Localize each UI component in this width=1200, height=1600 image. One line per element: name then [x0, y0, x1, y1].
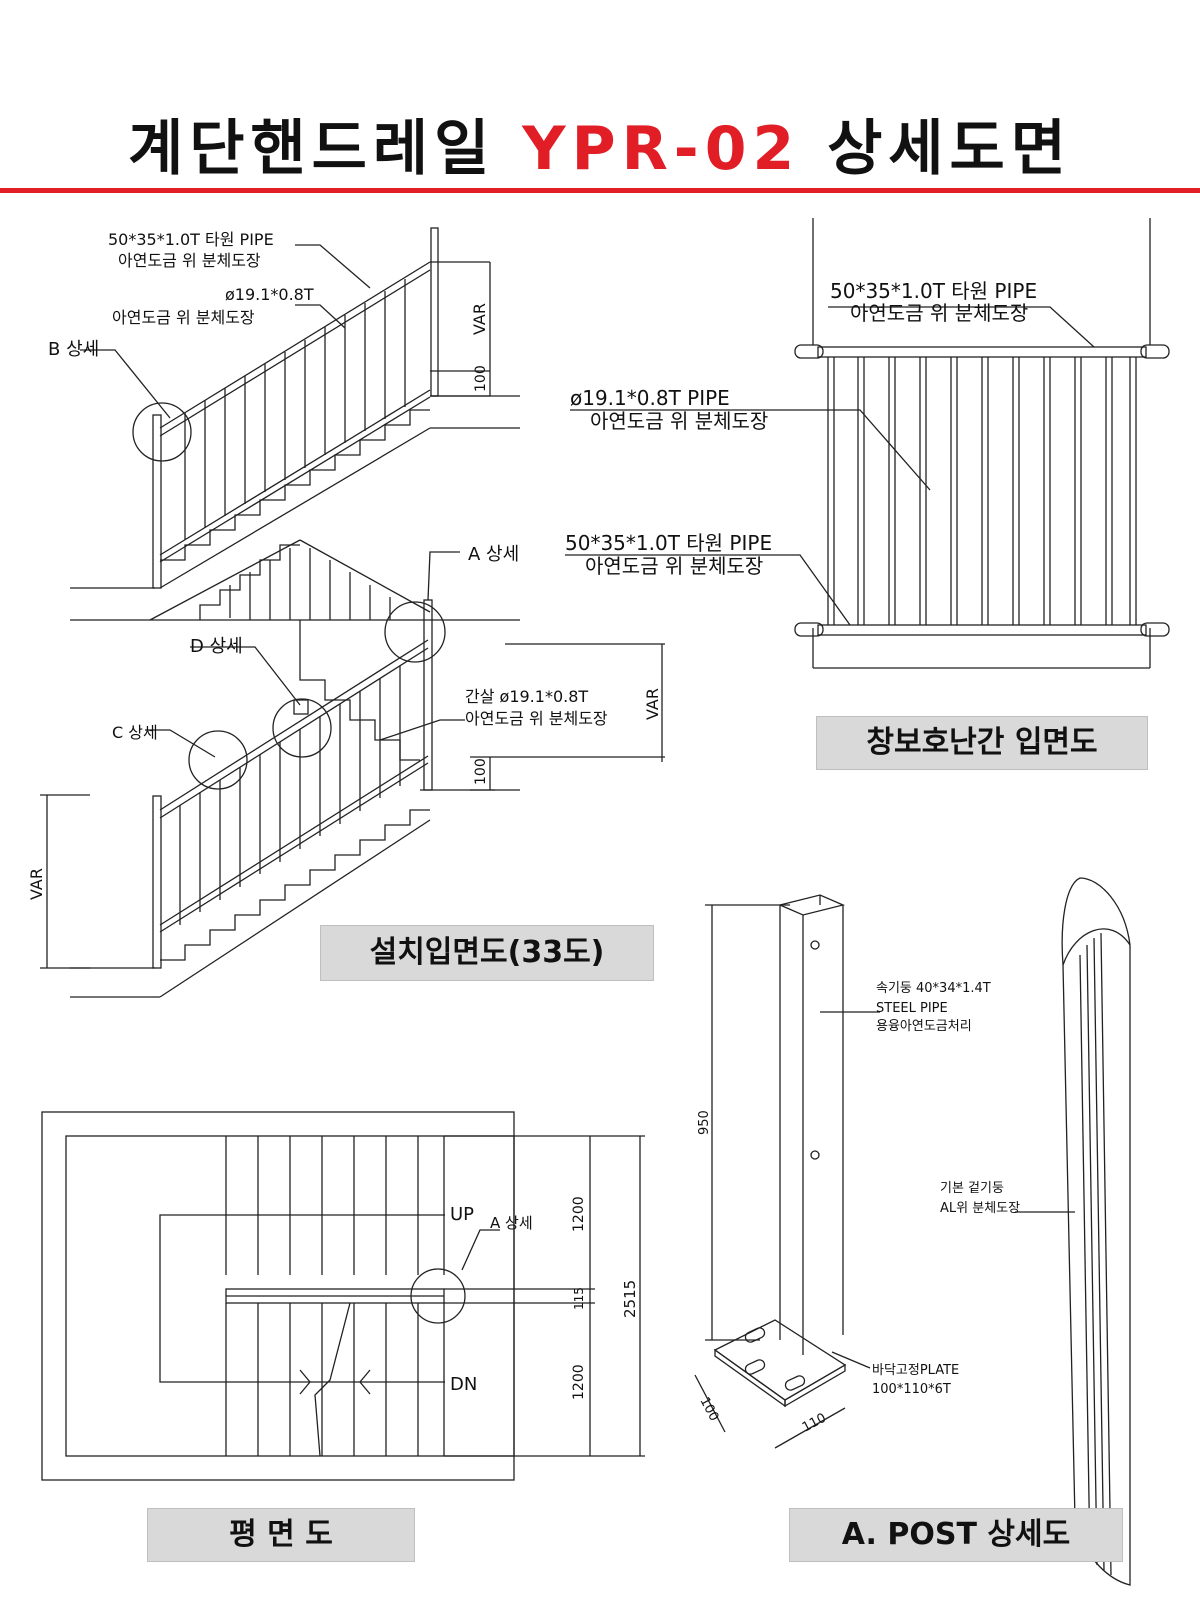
elev-note-baluster-1: 간살 ø19.1*0.8T — [465, 687, 588, 706]
detail-a-circle — [384, 601, 446, 663]
caption-window-guard: 창보호난간 입면도 — [816, 716, 1148, 770]
detail-c-label: C 상세 — [112, 723, 158, 742]
post-note-base-1: 바닥고정PLATE — [872, 1363, 959, 1378]
plan-dim-2515: 2515 — [621, 1280, 639, 1318]
plan-dn-label: DN — [450, 1374, 477, 1395]
detail-d-label: D 상세 — [190, 636, 243, 657]
middle-balusters — [229, 548, 391, 620]
plan-dim-115: 115 — [572, 1287, 586, 1310]
stair-elevation — [40, 227, 665, 998]
plan-up-label: UP — [450, 1204, 474, 1225]
wg-note-bar-1: ø19.1*0.8T PIPE — [570, 386, 730, 410]
post-note-outer-2: AL위 분체도장 — [940, 1201, 1020, 1216]
caption-plan: 평 면 도 — [147, 1508, 415, 1562]
dim-100-lower: 100 — [473, 758, 489, 785]
plan-treads — [225, 1136, 445, 1456]
dim-100-upper: 100 — [473, 365, 489, 392]
caption-post: A. POST 상세도 — [789, 1508, 1123, 1562]
post-note-base-2: 100*110*6T — [872, 1382, 951, 1397]
caption-elevation: 설치입면도(33도) — [320, 925, 654, 981]
elev-note-bar-2: 아연도금 위 분체도장 — [112, 308, 255, 327]
upper-balusters — [184, 279, 406, 540]
dim-var-middle: VAR — [643, 688, 662, 720]
plan-dim-1200-upper: 1200 — [571, 1196, 587, 1232]
title-code: YPR-02 — [522, 114, 801, 184]
wg-note-bottom-2: 아연도금 위 분체도장 — [585, 554, 763, 578]
post-dim-110: 110 — [800, 1411, 829, 1436]
elev-note-bar-1: ø19.1*0.8T — [225, 285, 314, 304]
wg-note-bar-2: 아연도금 위 분체도장 — [590, 409, 768, 433]
detail-b-circle — [132, 402, 192, 462]
page-title: 계단핸드레일 YPR-02 상세도면 — [0, 100, 1200, 187]
detail-b-label: B 상세 — [48, 339, 99, 360]
post-dim-100: 100 — [696, 1395, 721, 1424]
title-main: 계단핸드레일 — [128, 114, 496, 184]
post-note-inner-3: 용융아연도금처리 — [876, 1019, 972, 1034]
lower-balusters — [179, 666, 401, 925]
dim-var-lower: VAR — [27, 868, 46, 900]
detail-d-circle — [272, 698, 332, 758]
post-note-outer-1: 기본 겉기둥 — [940, 1181, 1004, 1196]
post-detail — [694, 877, 1131, 1586]
title-suffix: 상세도면 — [827, 114, 1072, 184]
window-guard-bars — [827, 357, 1137, 625]
post-note-inner-1: 속기둥 40*34*1.4T — [876, 981, 991, 996]
post-dim-950: 950 — [697, 1110, 712, 1135]
elev-note-top-pipe-1: 50*35*1.0T 타원 PIPE — [108, 230, 274, 249]
detail-a-label: A 상세 — [468, 544, 519, 565]
stair-plan — [41, 1111, 645, 1481]
post-note-inner-2: STEEL PIPE — [876, 1001, 948, 1016]
plan-dim-1200-lower: 1200 — [571, 1364, 587, 1400]
wg-note-top-2: 아연도금 위 분체도장 — [850, 301, 1028, 325]
plan-detail-a-label: A 상세 — [490, 1214, 533, 1232]
wg-note-top-1: 50*35*1.0T 타원 PIPE — [830, 279, 1037, 303]
elev-note-baluster-2: 아연도금 위 분체도장 — [465, 709, 608, 728]
detail-c-circle — [188, 730, 248, 790]
title-underline — [0, 188, 1200, 193]
elev-note-top-pipe-2: 아연도금 위 분체도장 — [118, 251, 261, 270]
dim-var-upper: VAR — [470, 303, 489, 335]
wg-note-bottom-1: 50*35*1.0T 타원 PIPE — [565, 531, 772, 555]
window-guard-elevation — [565, 218, 1170, 669]
